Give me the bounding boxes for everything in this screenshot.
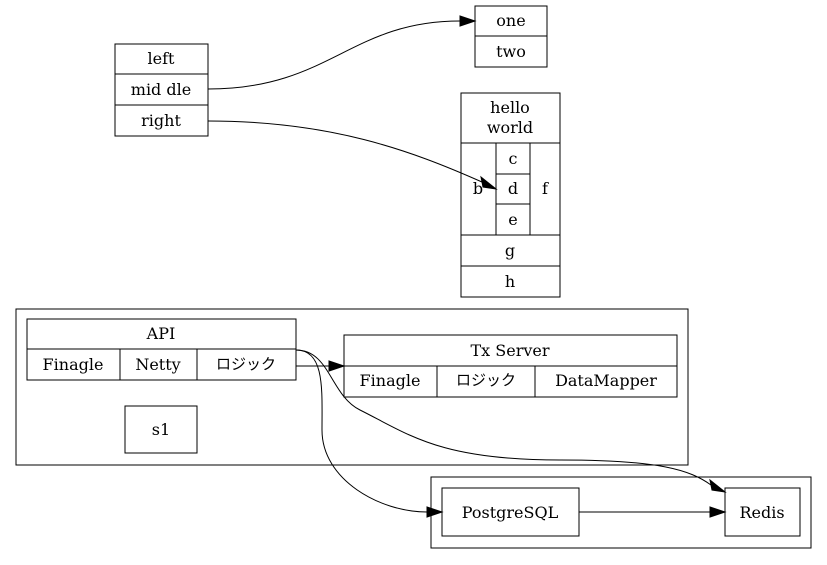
api-finagle-label: Finagle xyxy=(43,355,104,374)
arrowhead xyxy=(459,15,477,27)
arrowhead xyxy=(709,506,727,518)
tx-server-finagle-label: Finagle xyxy=(360,371,421,390)
cluster-api xyxy=(15,308,689,466)
struct1-right-label: right xyxy=(141,111,181,130)
edge-logic-to-postgresql xyxy=(295,349,444,518)
edge-line xyxy=(295,349,712,486)
api-title: API xyxy=(146,324,176,343)
edge-mid-to-one xyxy=(207,15,477,90)
arrowhead xyxy=(480,175,498,190)
edge-line xyxy=(207,120,483,183)
struct3-d-label: d xyxy=(508,179,518,198)
struct3-g-label: g xyxy=(505,241,515,260)
s1-label: s1 xyxy=(152,420,170,439)
edge-right-to-d xyxy=(207,120,498,190)
edge-logic-to-txserver xyxy=(296,360,346,372)
edge-line xyxy=(295,349,428,513)
struct3-h-label: h xyxy=(505,272,515,291)
struct1-node: left mid dle right xyxy=(114,43,209,137)
arrowhead xyxy=(328,360,346,372)
api-logic-label: ロジック xyxy=(216,355,276,373)
tx-server-datamapper-label: DataMapper xyxy=(555,371,657,390)
tx-server-title: Tx Server xyxy=(470,341,549,360)
struct1-border xyxy=(114,43,209,137)
arrowhead xyxy=(709,478,727,493)
postgresql-border xyxy=(441,487,580,537)
struct3-node: hello world b c d e f g h xyxy=(460,92,561,298)
redis-border xyxy=(724,487,801,537)
api-netty-label: Netty xyxy=(135,355,180,374)
struct2-one-label: one xyxy=(496,11,525,30)
arrowhead xyxy=(426,506,444,518)
struct3-world-label: world xyxy=(487,118,533,137)
struct1-mid-label: mid dle xyxy=(131,80,191,99)
postgresql-node: PostgreSQL xyxy=(441,487,580,537)
struct3-f-label: f xyxy=(542,179,549,198)
s1-node: s1 xyxy=(124,405,198,454)
s1-border xyxy=(124,405,198,454)
struct3-border xyxy=(460,92,561,298)
api-node: API Finagle Netty ロジック xyxy=(26,318,297,381)
struct2-node: one two xyxy=(474,5,548,68)
struct1-left-label: left xyxy=(148,49,176,68)
edge-line xyxy=(207,20,461,90)
redis-node: Redis xyxy=(724,487,801,537)
edge-logic-to-redis xyxy=(295,349,727,493)
postgresql-label: PostgreSQL xyxy=(462,503,559,522)
struct3-b-label: b xyxy=(473,179,483,198)
tx-server-node: Tx Server Finagle ロジック DataMapper xyxy=(343,334,678,398)
edge-postgresql-to-redis xyxy=(579,506,727,518)
struct3-c-label: c xyxy=(509,149,518,168)
struct3-e-label: e xyxy=(508,210,517,229)
struct3-hello-label: hello xyxy=(490,98,530,117)
redis-label: Redis xyxy=(739,503,784,522)
struct2-two-label: two xyxy=(496,42,526,61)
tx-server-logic-label: ロジック xyxy=(456,371,516,389)
